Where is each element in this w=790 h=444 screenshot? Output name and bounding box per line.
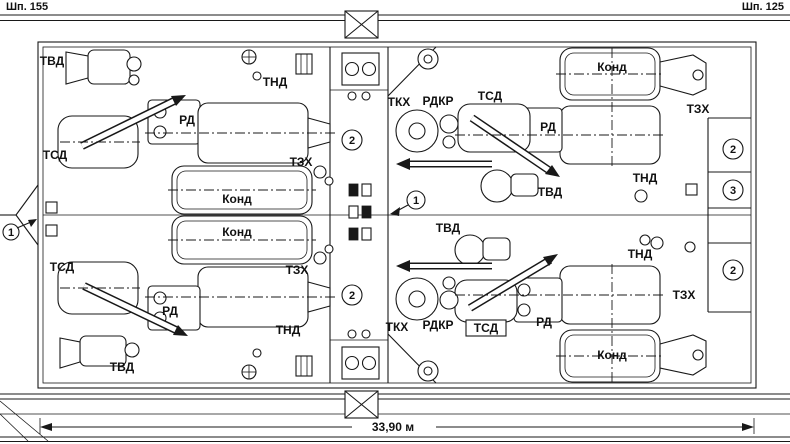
steam-pipe [467,254,558,312]
label-tzkh: ТЗХ [673,288,696,302]
machinery-group-bottom-left: Конд ТСД РД ТЗХ ТНД ТВД [50,215,336,380]
rdkr-gearbox [439,114,459,149]
dimension-text: 33,90 м [372,420,414,434]
fittings [417,48,698,250]
callout-2-right-lower-number: 2 [730,265,736,277]
shaft-centerlines [455,48,664,166]
label-tkh: ТКХ [386,320,409,334]
uptake-x-bottom-icon [344,390,379,419]
label-rdkr: РДКР [422,318,453,332]
label-tvd: ТВД [436,221,461,235]
corridor-valves [348,183,372,241]
dimension-arrow-left [40,423,52,431]
fittings [241,244,334,380]
steam-pipe [82,282,188,336]
callout-2-right-upper: 2 [722,138,744,160]
label-tvd: ТВД [110,360,135,374]
label-tvd: ТВД [538,185,563,199]
label-tnd: ТНД [628,247,653,261]
machinery-group-top-right: ТКХ РДКР ТСД Конд ТЗХ РД ТНД ТВД [388,47,710,250]
tzkh-turbine [659,334,707,376]
label-tvd: ТВД [40,54,65,68]
callout-1-center: 1 [390,190,426,216]
label-tkh: ТКХ [388,95,411,109]
callout-2-right-upper-number: 2 [730,144,736,156]
callout-3-right-number: 3 [730,185,736,197]
tzkh-turbine [659,54,707,96]
tvd-turbine [65,49,142,86]
label-tsd: ТСД [43,148,68,162]
label-kond: Конд [222,225,252,239]
label-tsd: ТСД [50,260,75,274]
dimension-arrow-right [742,423,754,431]
callout-2-top-number: 2 [349,135,355,147]
steam-pipe [469,114,560,177]
label-tnd: ТНД [263,75,288,89]
shaft-centerlines [60,132,336,191]
hull-lines [0,14,790,443]
label-kond: Конд [597,348,627,362]
tvd-turbine [454,234,511,266]
label-tsd: ТСД [474,321,499,335]
label-rdkr: РДКР [422,94,453,108]
callout-2-bottom-corridor: 2 [341,284,363,306]
shaft-centerlines [60,239,336,298]
horizontal-pipe [396,260,492,272]
label-kond: Конд [222,192,252,206]
arrowhead-icon [28,219,37,227]
label-tzkh: ТЗХ [687,102,710,116]
label-tzkh: ТЗХ [290,155,313,169]
label-tnd: ТНД [276,323,301,337]
tkh-compressor [395,277,439,321]
dimension-annotation: 33,90 м [39,418,755,434]
machinery-group-bottom-right: ТВД ТНД ТКХ РДКР ТСД РД ТЗХ Конд [386,221,707,384]
fittings [417,234,696,382]
frame-label-left: Шп. 155 [6,1,48,13]
steam-pipe [80,95,186,150]
bow-section [0,184,58,246]
tsd-turbine [457,103,531,153]
corridor-equipment-bottom [341,329,380,380]
arrowhead-icon [390,207,400,216]
label-tnd: ТНД [633,171,658,185]
callout-1-left: 1 [2,219,37,241]
fittings [241,49,334,186]
callout-2-bottom-number: 2 [349,290,355,302]
corridor-equipment-top [341,52,380,101]
tvd-turbine [480,169,539,203]
machinery-group-top-left: ТВД ТНД РД ТСД Конд ТЗХ [40,49,336,215]
callout-1-center-number: 1 [413,195,419,207]
callout-2-right-lower: 2 [722,259,744,281]
label-rd: РД [536,315,552,329]
shaft-centerlines [455,264,664,384]
label-rd: РД [540,120,556,134]
callout-1-left-number: 1 [8,227,14,239]
tkh-compressor [395,109,439,153]
tvd-turbine [59,335,140,369]
rd-gearbox [513,277,563,323]
side-compartments-right: 2 3 2 [707,117,751,313]
label-rd: РД [179,113,195,127]
label-kond: Конд [597,60,627,74]
callout-3-right: 3 [722,179,744,201]
center-corridor [329,10,437,419]
label-tzkh: ТЗХ [286,263,309,277]
uptake-x-top-icon [344,10,379,39]
rdkr-gearbox [439,276,459,310]
frame-label-right: Шп. 125 [742,1,784,13]
label-rd: РД [162,304,178,318]
callout-2-top-corridor: 2 [341,129,363,151]
label-tsd: ТСД [478,89,503,103]
horizontal-pipe [396,158,492,170]
